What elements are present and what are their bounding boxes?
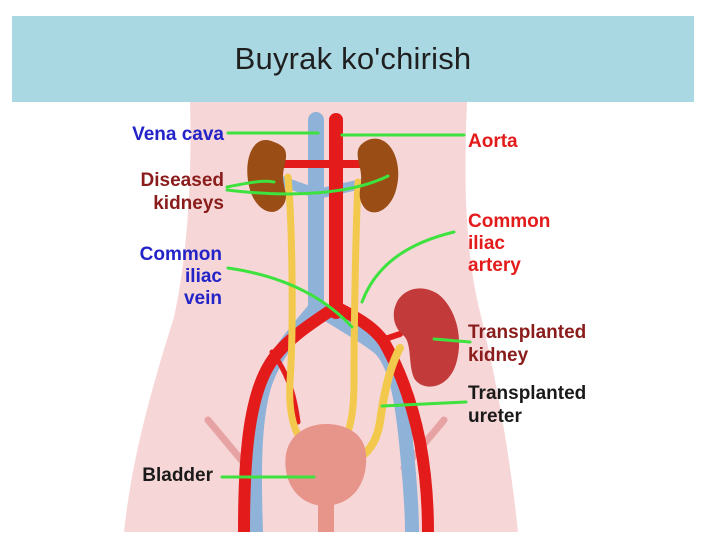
label-transplanted-kidney-line2: kidney	[468, 345, 529, 366]
label-transplanted-kidney-line1: Transplanted	[468, 322, 586, 343]
label-common-iliac-vein-line3: vein	[184, 288, 222, 309]
label-vena-cava: Vena cava	[132, 124, 224, 145]
label-aorta: Aorta	[468, 131, 518, 152]
label-common-iliac-artery-line2: iliac	[468, 233, 505, 254]
diagram-area: Vena cava Aorta Diseased kidneys Common …	[12, 102, 694, 532]
label-diseased-kidneys-line2: kidneys	[153, 193, 224, 214]
label-diseased-kidneys-line1: Diseased	[141, 170, 224, 191]
label-transplanted-ureter-line2: ureter	[468, 406, 522, 427]
label-bladder: Bladder	[142, 465, 213, 486]
label-common-iliac-artery-line3: artery	[468, 255, 521, 276]
title-banner: Buyrak ko'chirish	[12, 16, 694, 102]
label-common-iliac-vein-line2: iliac	[185, 266, 222, 287]
label-common-iliac-vein-line1: Common	[140, 244, 222, 265]
kidney-transplant-diagram: Vena cava Aorta Diseased kidneys Common …	[12, 102, 694, 532]
label-transplanted-ureter-line1: Transplanted	[468, 383, 586, 404]
urethra	[318, 504, 334, 532]
page-title: Buyrak ko'chirish	[235, 41, 472, 77]
label-common-iliac-artery-line1: Common	[468, 211, 550, 232]
